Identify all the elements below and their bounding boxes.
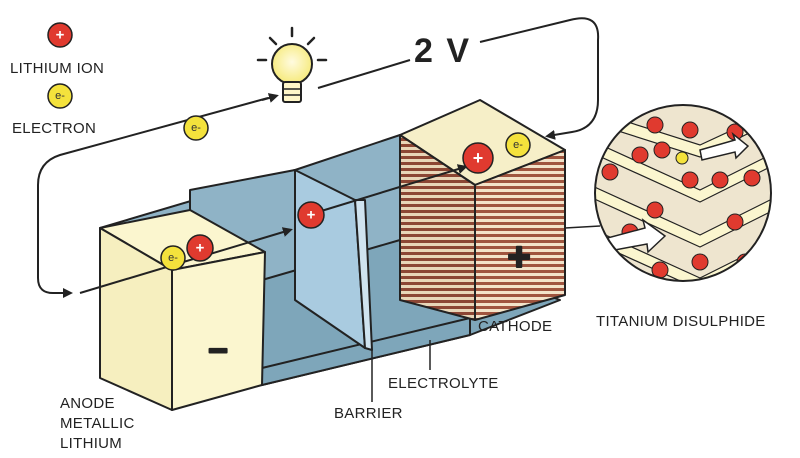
electrolyte-label: ELECTROLYTE xyxy=(388,375,499,392)
anode-minus-sign: − xyxy=(208,332,228,370)
anode-ion-icon: + xyxy=(186,234,214,262)
barrier-label: BARRIER xyxy=(334,405,403,422)
wire-electron-icon: e- xyxy=(183,115,209,141)
svg-text:e-: e- xyxy=(191,122,201,134)
legend-electron-label: ELECTRON xyxy=(12,120,96,137)
svg-text:e-: e- xyxy=(513,139,523,151)
anode-label-line3: LITHIUM xyxy=(60,435,122,452)
barrier-ion-icon: + xyxy=(297,201,325,229)
magnifier-circle xyxy=(564,104,772,282)
svg-text:e-: e- xyxy=(168,252,178,264)
wire-arrow-bulb xyxy=(261,93,279,103)
anode-electron-icon: e- xyxy=(160,245,186,271)
cathode-plus-sign: + xyxy=(507,235,530,279)
cathode-block xyxy=(399,99,566,321)
anode-label-line1: ANODE xyxy=(60,395,115,412)
lightbulb-icon xyxy=(256,26,328,103)
voltage-label: 2 V xyxy=(414,32,471,70)
lithium-ion-icon: + xyxy=(47,22,73,48)
anode-label-line2: METALLIC xyxy=(60,415,135,432)
legend: + LITHIUM ION e- ELECTRON xyxy=(10,22,104,137)
titanium-disulphide-label: TITANIUM DISULPHIDE xyxy=(596,313,766,330)
cathode-ion-icon: + xyxy=(462,142,494,174)
svg-text:e-: e- xyxy=(55,90,65,102)
label-leaders xyxy=(371,340,431,402)
legend-ion-label: LITHIUM ION xyxy=(10,60,104,77)
anode-block xyxy=(99,209,266,411)
cathode-electron-icon: e- xyxy=(505,132,531,158)
svg-text:+: + xyxy=(56,27,65,44)
svg-text:+: + xyxy=(196,240,205,257)
cathode-label: CATHODE xyxy=(478,318,552,335)
electron-icon: e- xyxy=(47,83,73,109)
circuit-wire xyxy=(37,17,600,298)
svg-text:+: + xyxy=(307,207,316,224)
svg-text:+: + xyxy=(473,148,484,168)
